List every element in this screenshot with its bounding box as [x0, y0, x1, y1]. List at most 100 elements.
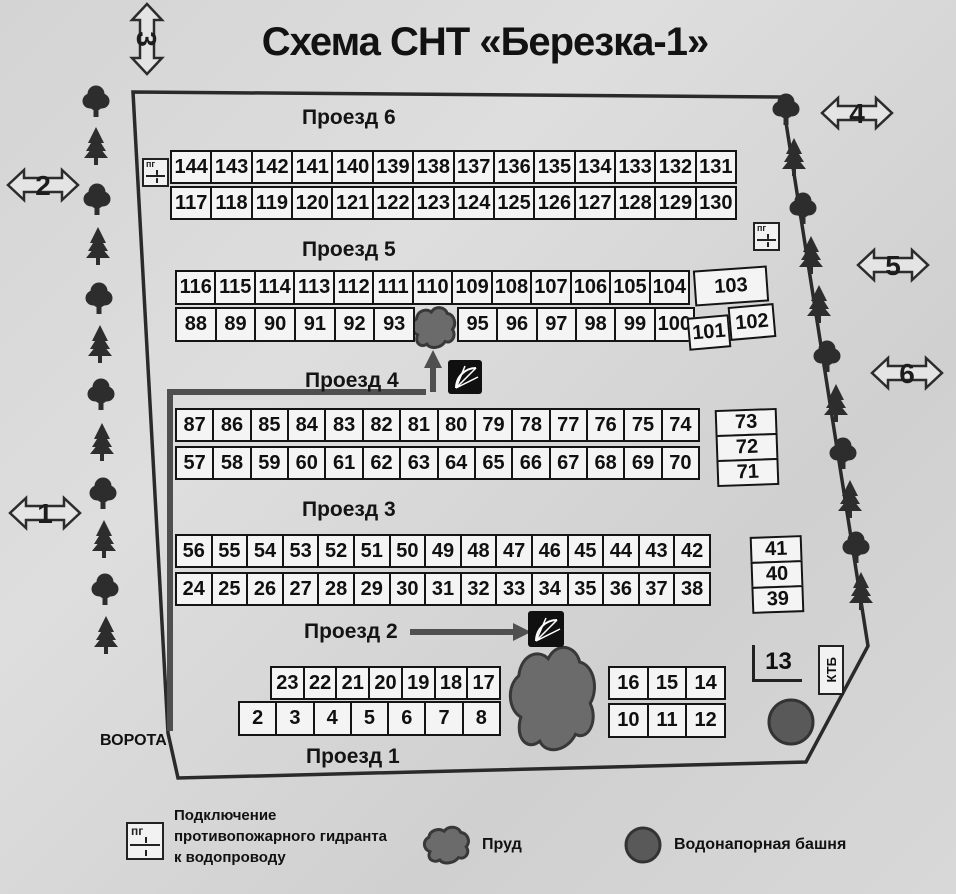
plot-cell: 52 — [317, 534, 355, 568]
plot-cell: 63 — [399, 446, 439, 480]
plot-cell: 110 — [411, 270, 454, 305]
plot-cell: 106 — [569, 270, 612, 305]
plot-cell: 134 — [573, 150, 616, 184]
plot-cell: 102 — [727, 303, 777, 341]
plot-cell: 128 — [613, 186, 657, 220]
plot-cell: 88 — [175, 307, 217, 342]
plot-cell: 118 — [210, 186, 253, 220]
plot-cell: 142 — [250, 150, 294, 184]
conifer-tree-icon — [90, 423, 114, 461]
plot-cell: 83 — [324, 408, 364, 442]
plot-cell: 47 — [495, 534, 533, 568]
plot-cell: 17 — [466, 666, 502, 700]
plot-cell: 126 — [533, 186, 576, 220]
plot-cell: 82 — [361, 408, 402, 442]
plot-cell: 48 — [459, 534, 498, 568]
pg-cross-line — [146, 174, 165, 177]
ktb-label: КТБ — [823, 657, 839, 683]
direction-arrow: 6 — [870, 355, 944, 391]
direction-arrow: 5 — [856, 247, 930, 283]
deciduous-tree-icon — [89, 477, 117, 509]
plot-cell: 4 — [312, 701, 352, 736]
plot-cell: 92 — [333, 307, 376, 342]
plot-cell: 139 — [371, 150, 415, 184]
plot-cell: 68 — [585, 446, 626, 480]
plot-cell: 113 — [293, 270, 335, 305]
plot-cell: 141 — [291, 150, 334, 184]
plot-cell: 98 — [574, 307, 617, 342]
plot-cell: 44 — [602, 534, 640, 568]
plot-cell: 127 — [573, 186, 616, 220]
ktb-box: КТБ — [818, 645, 844, 695]
plot-cell: 89 — [214, 307, 257, 342]
plot-cell: 7 — [424, 701, 464, 736]
svg-text:6: 6 — [899, 358, 915, 389]
tree-belt — [82, 85, 873, 654]
plot-cell: 56 — [175, 534, 213, 568]
road-path — [167, 366, 514, 731]
plot-cell: 20 — [368, 666, 403, 700]
plot-cell: 122 — [371, 186, 415, 220]
water-tower-icon — [767, 698, 815, 746]
plot-cell: 22 — [302, 666, 338, 700]
plot-cell: 125 — [492, 186, 536, 220]
plot-cell: 93 — [373, 307, 416, 342]
deciduous-tree-icon — [83, 183, 111, 215]
plot-cell: 119 — [250, 186, 294, 220]
deciduous-tree-icon — [813, 340, 841, 372]
road-label-3: Проезд 3 — [302, 498, 396, 521]
plot-cell: 27 — [281, 572, 320, 606]
pg-cross-line — [130, 843, 160, 846]
direction-arrow: 2 — [6, 167, 80, 203]
hydrant-connection-icon: пг — [142, 158, 169, 187]
plot-cell: 3 — [275, 701, 315, 736]
plot-cell: 135 — [533, 150, 576, 184]
plot-cell: 67 — [548, 446, 588, 480]
svg-text:5: 5 — [885, 250, 901, 281]
deciduous-tree-icon — [829, 437, 857, 469]
plot-cell-13: 13 — [752, 645, 802, 682]
plot-cell: 62 — [361, 446, 402, 480]
plot-cell: 11 — [646, 703, 688, 738]
plot-cell: 104 — [648, 270, 691, 305]
plot-cell: 84 — [287, 408, 327, 442]
plot-cell: 75 — [623, 408, 663, 442]
plot-cell: 103 — [692, 265, 770, 307]
plot-cell: 129 — [654, 186, 697, 220]
plot-cell: 133 — [613, 150, 657, 184]
water-tower-icon — [624, 826, 662, 864]
pg-cross-line — [757, 238, 776, 241]
plot-cell: 2 — [238, 701, 278, 736]
plot-cell: 109 — [451, 270, 493, 305]
plot-cell: 43 — [637, 534, 676, 568]
plot-cell: 38 — [673, 572, 711, 606]
plot-cell: 24 — [175, 572, 213, 606]
plot-cell: 112 — [332, 270, 375, 305]
deciduous-tree-icon — [82, 85, 110, 117]
pg-dash-line — [145, 836, 147, 856]
plot-cell: 65 — [473, 446, 514, 480]
plot-cell: 136 — [492, 150, 536, 184]
plot-cell: 23 — [270, 666, 305, 700]
plot-cell: 76 — [585, 408, 626, 442]
pond-icon — [424, 827, 468, 863]
plot-cell: 96 — [496, 307, 538, 342]
plot-cell: 140 — [331, 150, 374, 184]
road-label-6: Проезд 6 — [302, 106, 396, 129]
deciduous-tree-icon — [87, 378, 115, 410]
fire-hydrant-icon — [528, 611, 564, 647]
plot-cell: 108 — [490, 270, 533, 305]
plot-cell: 12 — [685, 703, 727, 738]
plot-cell: 107 — [530, 270, 572, 305]
plot-cell: 39 — [751, 585, 805, 614]
road-arrowhead-right — [513, 623, 531, 641]
plot-cell: 30 — [388, 572, 427, 606]
